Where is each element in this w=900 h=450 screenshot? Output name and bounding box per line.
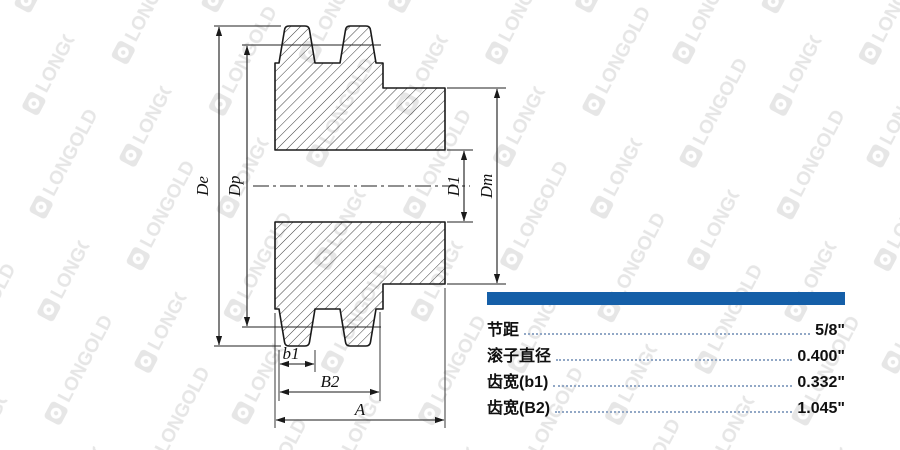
spec-label-tooth-width-b2: 齿宽(B2) <box>487 400 551 417</box>
label-dp: Dp <box>225 176 244 198</box>
spec-label-pitch: 节距 <box>487 322 520 339</box>
dotted-leader <box>553 385 793 387</box>
spec-value-roller-diameter: 0.400" <box>797 348 845 365</box>
dotted-leader <box>556 359 793 361</box>
sprocket-body <box>274 25 446 347</box>
dimension-labels: De Dp D1 Dm b1 B2 A <box>193 174 496 419</box>
dotted-leader <box>524 333 811 335</box>
spec-panel: 节距 5/8" 滚子直径 0.400" 齿宽(b1) 0.332" 齿宽(B2)… <box>487 292 845 418</box>
label-de: De <box>193 176 212 197</box>
sprocket-lower-section <box>274 221 446 347</box>
label-a: A <box>354 400 366 419</box>
spec-header-bar <box>487 292 845 305</box>
label-d1: D1 <box>444 176 463 198</box>
spec-row-tooth-width-b2: 齿宽(B2) 1.045" <box>487 392 845 418</box>
dotted-leader <box>555 411 793 413</box>
spec-row-roller-diameter: 滚子直径 0.400" <box>487 340 845 366</box>
label-b1: b1 <box>283 344 300 363</box>
label-dm: Dm <box>477 174 496 200</box>
spec-value-tooth-width-b1: 0.332" <box>797 374 845 391</box>
label-b2: B2 <box>321 372 340 391</box>
spec-value-tooth-width-b2: 1.045" <box>797 400 845 417</box>
dimension-lines <box>215 26 501 424</box>
spec-value-pitch: 5/8" <box>815 322 845 339</box>
spec-label-tooth-width-b1: 齿宽(b1) <box>487 374 549 391</box>
sprocket-upper-section <box>274 25 446 151</box>
spec-row-tooth-width-b1: 齿宽(b1) 0.332" <box>487 366 845 392</box>
spec-label-roller-diameter: 滚子直径 <box>487 348 552 365</box>
spec-row-pitch: 节距 5/8" <box>487 314 845 340</box>
extension-lines <box>214 25 506 428</box>
